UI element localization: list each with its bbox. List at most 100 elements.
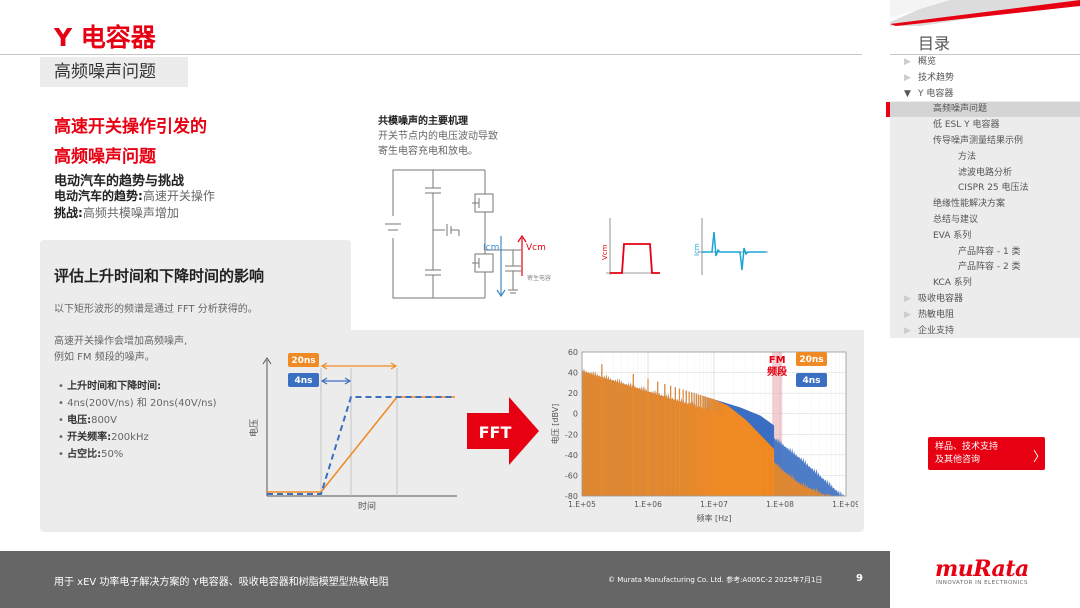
caret-right-icon: ▶	[904, 325, 911, 336]
toc-item[interactable]: CISPR 25 电压法	[958, 181, 1029, 197]
toc-item[interactable]: ▼Y 电容器	[904, 87, 953, 103]
toc-item[interactable]: ▶吸收电容器	[904, 292, 964, 308]
headline-line-1: 高速开关操作引发的	[54, 117, 207, 137]
fm-band-sublabel: 频段	[767, 365, 787, 378]
toc-item[interactable]: 传导噪声测量结果示例	[933, 134, 1023, 150]
trend-title: 电动汽车的趋势与挑战	[54, 174, 185, 189]
vcm-waveform: Vcm	[601, 218, 660, 275]
circuit-diagram: Icm Vcm 寄生电容	[385, 169, 551, 299]
y-tick-label: -60	[565, 471, 578, 480]
toc-item-label: 吸收电容器	[918, 294, 964, 304]
mechanism-line-1: 开关节点内的电压波动导致	[378, 131, 498, 142]
toc-item[interactable]: 低 ESL Y 电容器	[933, 118, 1000, 134]
eval-panel-top	[40, 240, 351, 340]
toc-item-label: EVA 系列	[933, 230, 972, 241]
y-tick-label: 60	[568, 348, 578, 357]
toc-item[interactable]: ▶ 企业支持	[904, 324, 955, 340]
toc-item-label: KCA 系列	[933, 278, 972, 289]
toc-item-label: 热敏电阻	[918, 309, 955, 320]
toc-item-label: CISPR 25 电压法	[958, 183, 1029, 194]
slide-title: Y 电容器	[54, 23, 156, 52]
series-4ns	[267, 396, 455, 495]
toc-item[interactable]: 总结与建议	[933, 213, 978, 229]
y-tick-label: 0	[573, 410, 578, 419]
tag-20ns: 20ns	[291, 356, 315, 366]
subtitle-box	[40, 57, 188, 87]
y-tick-label: -20	[565, 430, 578, 439]
toc-item[interactable]: 滤波电路分析	[958, 166, 1012, 182]
toc-item[interactable]: ▶ 热敏电阻	[904, 308, 955, 324]
headline-line-2: 高频噪声问题	[54, 147, 156, 167]
chevron-right-icon: 〉	[1033, 450, 1047, 465]
murata-logo: muRata	[935, 556, 1029, 582]
toc-item-label: 总结与建议	[933, 215, 979, 225]
headline: 高速开关操作引发的 高频噪声问题	[54, 112, 207, 172]
toc-item-label: 概览	[918, 57, 937, 67]
sample-button-line-2: 及其他咨询	[935, 455, 981, 465]
toc-selected-row	[890, 102, 1080, 117]
legend-20ns-box	[796, 352, 827, 366]
eval-title: 评估上升时间和下降时间的影响	[54, 267, 265, 285]
toc-item-label: 产品阵容 - 1 类	[958, 246, 1021, 257]
toc-item-label: 技术趋势	[918, 72, 955, 83]
fm-band-highlight	[772, 352, 783, 496]
condition-list: • 上升时间和下降时间: • 4ns(200V/ns) 和 20ns(40V/n…	[58, 378, 217, 463]
bullet-item: • 开关频率:200kHz	[58, 432, 149, 443]
caret-right-icon: ▶	[904, 57, 911, 67]
eval-note-line-2: 例如 FM 频段的噪声。	[54, 352, 155, 363]
toc-item-label: 企业支持	[918, 325, 955, 336]
mechanism-title: 共模噪声的主要机理	[378, 116, 468, 127]
toc-item[interactable]: 方法	[958, 150, 976, 166]
footer-copyright: © Murata Manufacturing Co. Ltd. 参考:A005C…	[608, 576, 823, 584]
x-tick-label: 1.E+05	[568, 500, 596, 509]
fm-band-label: FM	[769, 355, 786, 366]
toc-item[interactable]: 产品阵容 - 2 类	[958, 260, 1021, 276]
x-tick-label: 1.E+06	[634, 500, 662, 509]
page-number: 9	[856, 573, 863, 584]
caret-right-icon: ▶	[904, 309, 911, 320]
x-tick-label: 1.E+09	[832, 500, 858, 509]
caret-right-icon: ▶	[904, 72, 911, 83]
trend-value: 高速开关操作	[142, 189, 215, 203]
toc-item[interactable]: 绝缘性能解决方案	[933, 197, 1005, 213]
toc-item[interactable]: 高频噪声问题	[933, 102, 987, 118]
legend-4ns: 4ns	[802, 376, 820, 386]
corner-decoration	[890, 0, 1080, 26]
toc-item[interactable]: KCA 系列	[933, 276, 972, 292]
bullet-item: • 占空比:50%	[58, 449, 124, 460]
tag-4ns: 4ns	[294, 376, 312, 386]
challenge-line: 挑战:高频共模噪声增加	[54, 205, 179, 221]
sample-support-button[interactable]: 样品、技术支持 及其他咨询	[928, 437, 1045, 470]
toc-item-label: 低 ESL Y 电容器	[933, 120, 1000, 131]
logo-tagline: INNOVATOR IN ELECTRONICS	[936, 580, 1029, 586]
toc-item-label: 滤波电路分析	[958, 167, 1013, 178]
toc-item[interactable]: ▶ 技术趋势	[904, 71, 955, 87]
toc-item-label: 方法	[958, 151, 977, 162]
challenge-value: 高频共模噪声增加	[82, 206, 179, 220]
series-20ns	[267, 396, 455, 493]
fft-label: FFT	[479, 423, 512, 442]
footer-bar	[0, 551, 890, 608]
toc-item-label: 传导噪声测量结果示例	[933, 136, 1024, 146]
toc-active-section-bg	[890, 101, 1080, 338]
time-ylabel: 电压	[248, 419, 260, 437]
icm-label: Icm	[483, 243, 499, 253]
icm-waveform: Icm	[693, 218, 768, 275]
bullet-item: • 4ns(200V/ns) 和 20ns(40V/ns)	[58, 398, 217, 409]
parasitic-cap-label: 寄生电容	[527, 274, 551, 282]
eval-description: 以下矩形波形的频谱是通过 FFT 分析获得的。	[54, 304, 258, 315]
toc-item[interactable]: 产品阵容 - 1 类	[958, 245, 1021, 261]
y-tick-label: -80	[565, 492, 578, 501]
toc-item-label: 产品阵容 - 2 类	[958, 262, 1021, 273]
time-domain-chart: 20ns 4ns 电压 时间	[248, 353, 457, 512]
y-tick-label: -40	[565, 451, 578, 460]
vcm-label: Vcm	[526, 243, 546, 253]
toc-item[interactable]: EVA 系列	[933, 229, 971, 245]
toc-selected-marker	[886, 102, 890, 117]
toc-item[interactable]: ▶ 概览	[904, 55, 937, 71]
toc-item-label: 高频噪声问题	[933, 104, 988, 115]
y-tick-label: 40	[568, 369, 578, 378]
sample-button-line-1: 样品、技术支持	[935, 442, 999, 452]
vcm-axis-label: Vcm	[601, 244, 609, 260]
